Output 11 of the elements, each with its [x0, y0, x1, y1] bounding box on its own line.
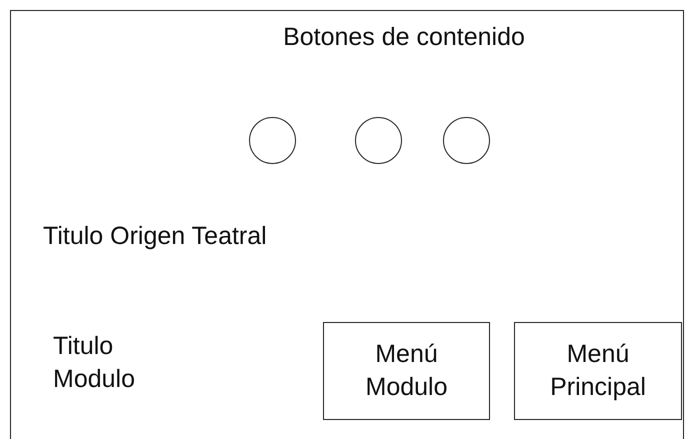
content-button — [249, 117, 296, 164]
content-button — [355, 117, 402, 164]
menu-box — [514, 322, 682, 420]
title-text: Titulo Origen Teatral — [43, 221, 268, 252]
title-text: Titulo Modulo — [53, 331, 136, 395]
menu-label: Menú Modulo — [364, 339, 448, 403]
screen-frame — [10, 10, 684, 439]
menu-box — [323, 322, 490, 420]
section-heading: Botones de contenido — [282, 22, 526, 53]
menu-label: Menú Principal — [549, 339, 647, 403]
content-button — [443, 117, 490, 164]
